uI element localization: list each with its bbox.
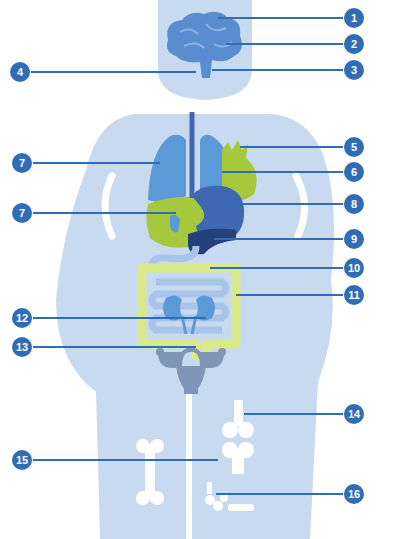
bone bbox=[150, 491, 164, 505]
ovary bbox=[156, 348, 164, 356]
callout-number: 15 bbox=[12, 450, 32, 470]
callout-number: 6 bbox=[344, 162, 364, 182]
leg-gap bbox=[186, 385, 192, 539]
callout-number: 13 bbox=[12, 337, 32, 357]
callout-number: 10 bbox=[344, 258, 364, 278]
bone bbox=[150, 439, 164, 453]
callout-number: 16 bbox=[344, 484, 364, 504]
bone bbox=[234, 400, 243, 426]
large-intestine bbox=[142, 268, 236, 356]
bone bbox=[232, 450, 244, 474]
callout-number: 3 bbox=[344, 60, 364, 80]
bone bbox=[205, 495, 215, 505]
lung bbox=[148, 135, 186, 203]
callout-number: 9 bbox=[344, 229, 364, 249]
bone bbox=[136, 439, 150, 453]
bone bbox=[213, 501, 223, 511]
callout-number: 4 bbox=[10, 62, 30, 82]
callout-number: 14 bbox=[344, 404, 364, 424]
body bbox=[56, 114, 334, 539]
head bbox=[158, 0, 252, 100]
callout-number: 1 bbox=[344, 8, 364, 28]
kidney bbox=[196, 295, 215, 320]
arm-line bbox=[296, 176, 305, 236]
callout-number: 7 bbox=[12, 203, 32, 223]
bone bbox=[220, 494, 228, 502]
ovary bbox=[218, 348, 226, 356]
kidney bbox=[163, 295, 182, 320]
small-intestine bbox=[152, 282, 226, 330]
esophagus bbox=[190, 112, 195, 198]
callout-number: 7 bbox=[12, 153, 32, 173]
bone bbox=[228, 504, 254, 511]
callout-number: 11 bbox=[344, 285, 364, 305]
bone bbox=[238, 422, 254, 438]
callout-number: 5 bbox=[344, 137, 364, 157]
arm-line bbox=[105, 176, 112, 236]
leader-lines bbox=[31, 18, 343, 494]
bone bbox=[222, 422, 238, 438]
callout-number: 12 bbox=[12, 308, 32, 328]
bone bbox=[145, 446, 155, 498]
bone bbox=[136, 491, 150, 505]
brain-folds bbox=[180, 24, 232, 48]
gall-bladder bbox=[170, 215, 180, 233]
uterus bbox=[160, 350, 222, 392]
bone bbox=[207, 482, 212, 494]
callout-number: 8 bbox=[344, 194, 364, 214]
callout-number: 2 bbox=[344, 34, 364, 54]
